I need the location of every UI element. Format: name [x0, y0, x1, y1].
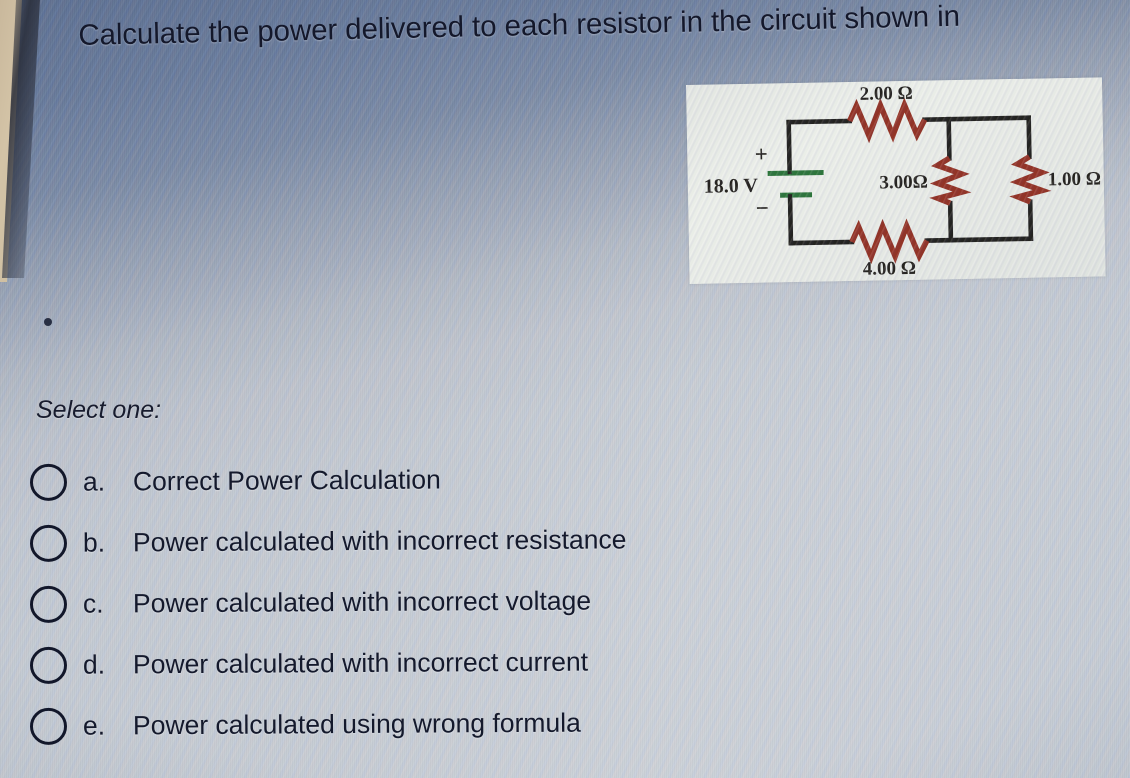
answer-options-list: a. Correct Power Calculation b. Power ca… — [29, 452, 990, 757]
radio-button-c[interactable] — [29, 585, 68, 623]
radio-button-a[interactable] — [29, 463, 68, 501]
circuit-wires — [786, 115, 1034, 246]
option-letter-a: a. — [82, 466, 106, 497]
option-letter-d: d. — [82, 649, 106, 680]
circuit-schematic: 2.00 Ω 4.00 Ω 3.00Ω 1.00 Ω 18.0 V + − — [704, 83, 1102, 280]
select-one-prompt: Select one: — [36, 396, 162, 424]
resistor-right-label: 1.00 Ω — [1048, 168, 1102, 190]
circuit-diagram-figure: 2.00 Ω 4.00 Ω 3.00Ω 1.00 Ω 18.0 V + − — [686, 77, 1106, 284]
option-row-b[interactable]: b. Power calculated with incorrect resis… — [29, 507, 990, 574]
option-label-a: Correct Power Calculation — [132, 464, 441, 497]
radio-button-d[interactable] — [29, 646, 68, 684]
radio-button-b[interactable] — [29, 524, 68, 562]
option-row-a[interactable]: a. Correct Power Calculation — [29, 446, 990, 513]
option-letter-c: c. — [82, 588, 104, 619]
option-label-b: Power calculated with incorrect resistan… — [132, 524, 627, 558]
battery-symbol — [767, 169, 824, 198]
resistor-right-symbol — [1009, 154, 1052, 205]
polarity-minus-label: − — [755, 196, 769, 221]
option-label-d: Power calculated with incorrect current — [132, 646, 589, 680]
option-row-e[interactable]: e. Power calculated using wrong formula — [29, 690, 990, 757]
resistor-middle-label: 3.00Ω — [879, 172, 928, 194]
option-letter-b: b. — [82, 527, 106, 558]
polarity-plus-label: + — [754, 142, 768, 167]
resistor-top-symbol — [847, 97, 928, 144]
option-label-e: Power calculated using wrong formula — [132, 707, 581, 741]
resistor-middle-symbol — [929, 155, 972, 206]
option-row-d[interactable]: d. Power calculated with incorrect curre… — [29, 629, 990, 696]
option-letter-e: e. — [82, 710, 106, 741]
resistor-bottom-symbol — [849, 218, 930, 265]
radio-button-e[interactable] — [29, 707, 68, 745]
resistor-top-label: 2.00 Ω — [859, 83, 913, 105]
resistor-bottom-label: 4.00 Ω — [863, 258, 917, 280]
option-row-c[interactable]: c. Power calculated with incorrect volta… — [29, 568, 990, 635]
question-text: Calculate the power delivered to each re… — [78, 0, 961, 52]
stray-bullet-dot — [44, 318, 52, 326]
voltage-source-label: 18.0 V — [704, 175, 759, 198]
option-label-c: Power calculated with incorrect voltage — [132, 585, 592, 619]
